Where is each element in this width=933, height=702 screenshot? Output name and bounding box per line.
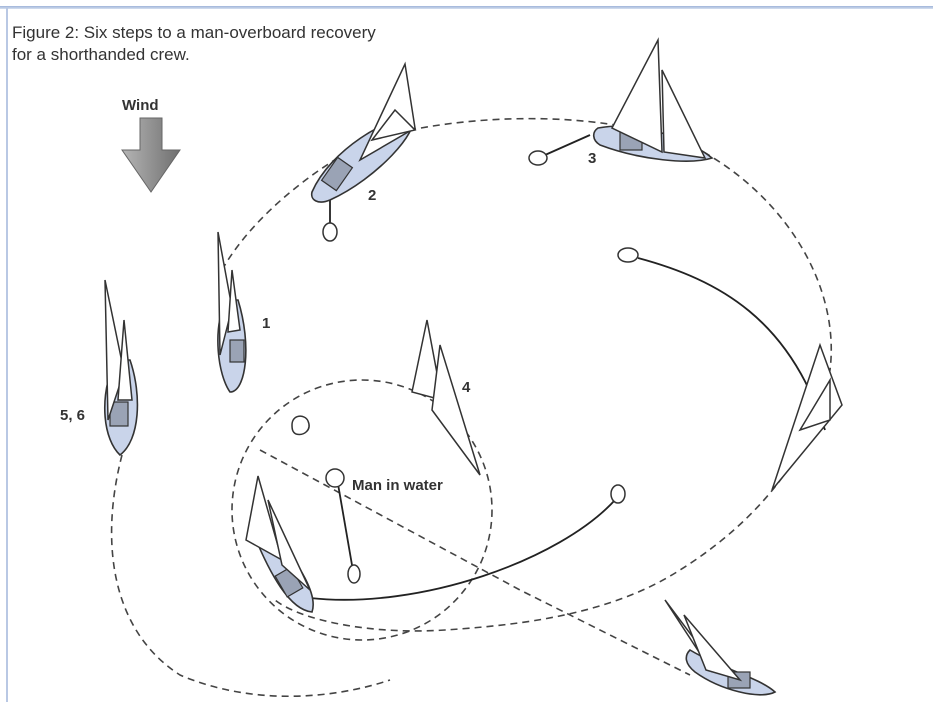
left-border [6,8,8,702]
boat-bottom-right [664,599,777,696]
boat-right [771,342,843,491]
line-step-3 [544,134,591,156]
label-step-3: 3 [588,150,596,167]
recovery-circle [231,379,493,641]
diagonal-path [259,449,691,676]
line-upper-right [637,257,826,431]
label-man-in-water: Man in water [352,477,443,494]
buoy-step-2 [322,222,338,242]
top-border [0,6,933,9]
caption-line-2: for a shorthanded crew. [12,45,190,64]
figure-caption: Figure 2: Six steps to a man-overboard r… [12,22,482,66]
label-step-5-6: 5, 6 [60,407,85,424]
line-lower [309,499,616,601]
wind-label: Wind [122,97,159,114]
approach-path [110,454,391,697]
boat-step-1 [217,231,247,393]
label-step-4: 4 [462,379,471,396]
buoy-upper-right [617,247,639,263]
wind-arrow-icon [121,117,181,193]
label-step-1: 1 [262,315,270,332]
boat-lower-left [245,475,314,613]
caption-line-1: Figure 2: Six steps to a man-overboard r… [12,23,376,42]
boat-step-5-6 [104,279,139,457]
boat-step-2 [310,61,417,203]
label-step-2: 2 [368,187,376,204]
buoy-lower [610,484,626,504]
man-in-water-icon [325,468,345,488]
boat-step-4 [411,319,481,476]
lifebuoy-icon [291,415,310,436]
buoy-man [347,564,361,584]
boat-step-3 [592,37,714,162]
line-man [337,483,353,566]
buoy-step-3 [528,150,548,166]
